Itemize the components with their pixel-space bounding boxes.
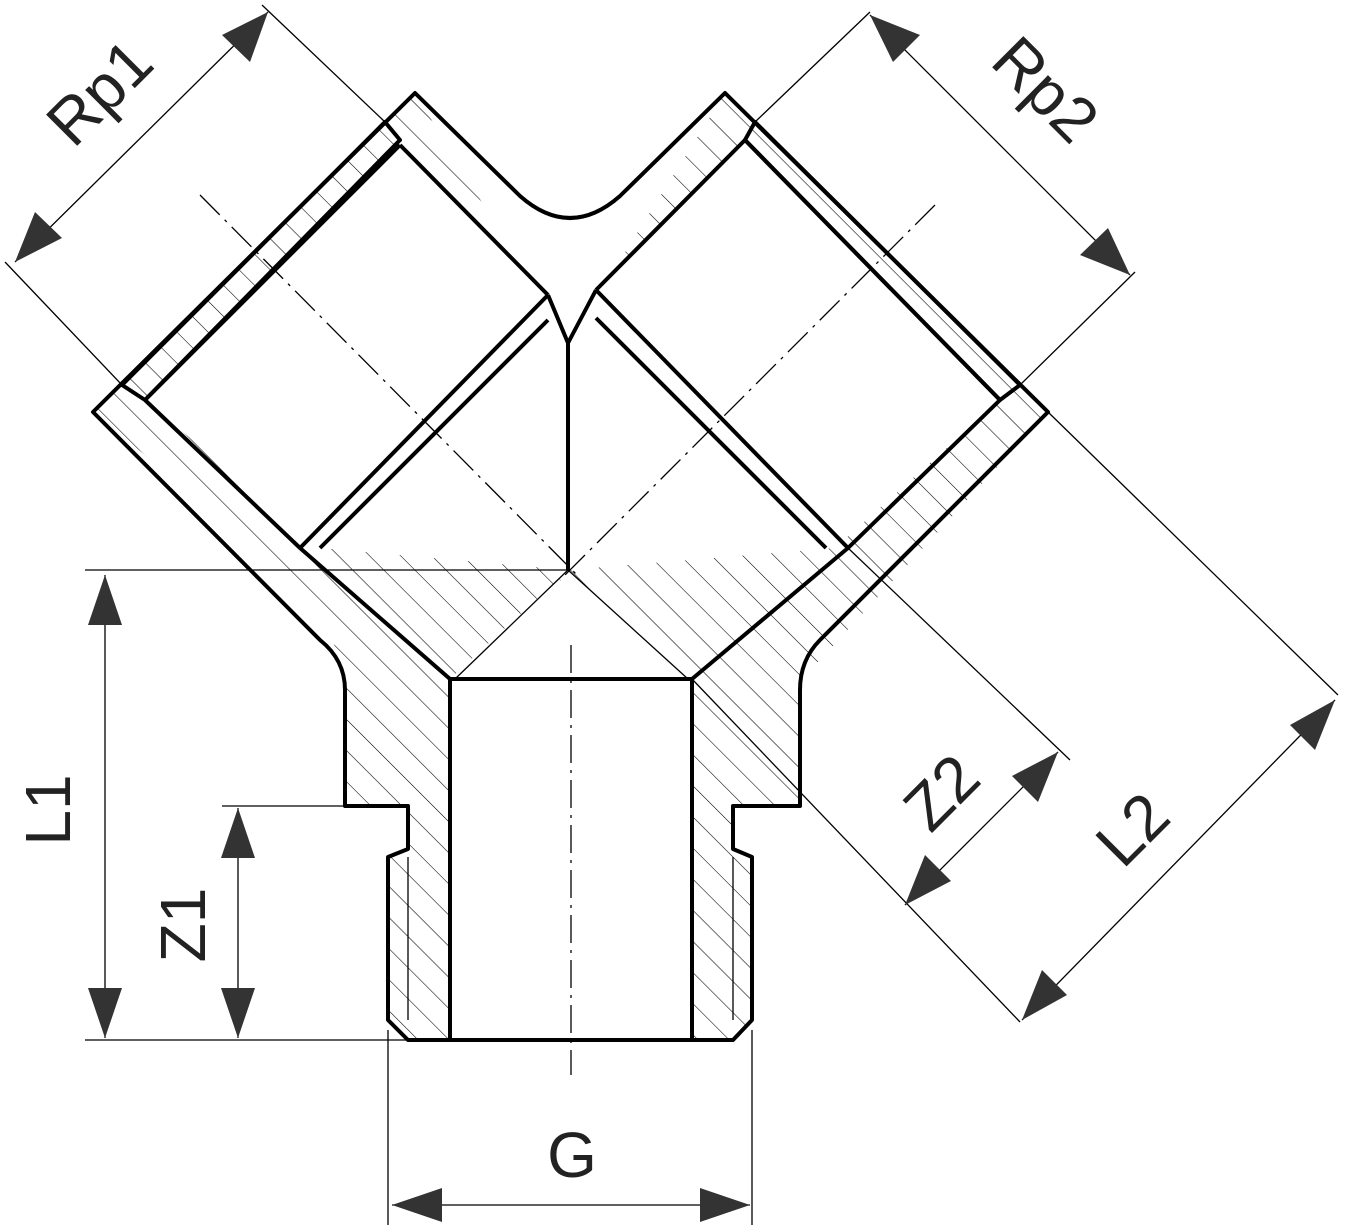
arrow-l2-bottom bbox=[1022, 970, 1067, 1020]
arrow-rp2-top bbox=[870, 15, 920, 62]
arrow-l1-bottom bbox=[88, 988, 122, 1038]
arrow-z2-bottom bbox=[905, 855, 951, 905]
arrow-z1-top bbox=[221, 808, 255, 858]
arrow-rp2-bottom bbox=[1080, 228, 1130, 275]
arrow-g-right bbox=[700, 1188, 750, 1222]
label-g: G bbox=[547, 1119, 597, 1191]
label-rp1: Rp1 bbox=[32, 25, 166, 159]
arrow-g-left bbox=[392, 1188, 442, 1222]
dimension-arrows bbox=[15, 12, 1335, 1222]
arrow-rp1-bottom bbox=[15, 212, 62, 262]
center-lines bbox=[199, 194, 936, 1075]
label-l2: L2 bbox=[1082, 779, 1183, 880]
label-z1: Z1 bbox=[147, 888, 219, 963]
arrow-z2-top bbox=[1012, 752, 1058, 802]
label-rp2: Rp2 bbox=[979, 22, 1113, 156]
label-l1: L1 bbox=[12, 774, 84, 845]
arrow-l2-top bbox=[1290, 700, 1335, 750]
arrow-l1-top bbox=[88, 575, 122, 625]
arrow-rp1-top bbox=[222, 12, 268, 62]
fitting-outline bbox=[91, 91, 1050, 1042]
label-z2: Z2 bbox=[890, 741, 994, 845]
arrow-z1-bottom bbox=[221, 988, 255, 1038]
